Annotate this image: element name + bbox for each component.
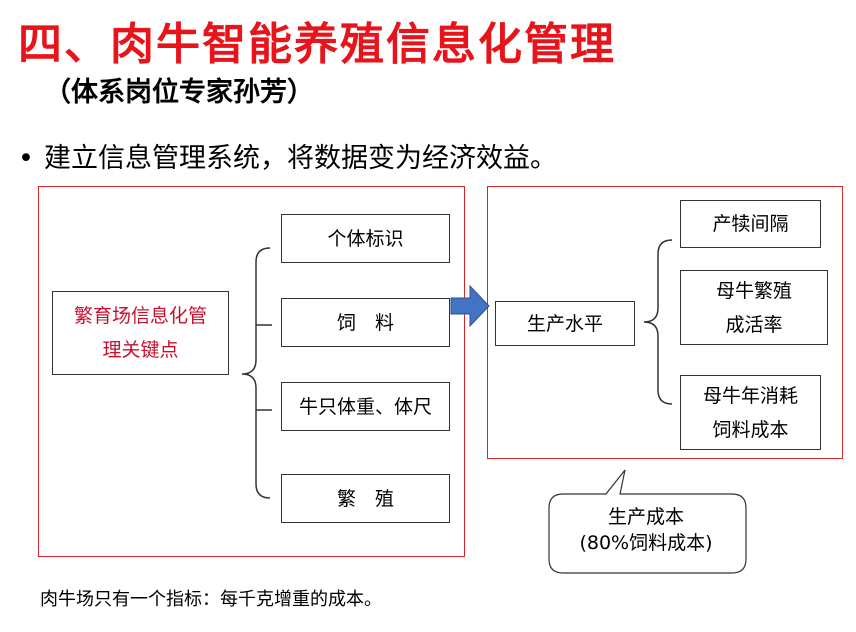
slide-title: 四、肉牛智能养殖信息化管理 xyxy=(18,19,616,70)
weight-size-box: 牛只体重、体尺 xyxy=(281,382,450,431)
cow-reproduction-survival-box: 母牛繁殖 成活率 xyxy=(680,270,828,345)
breeding-farm-key-points-box: 繁育场信息化管 理关键点 xyxy=(52,291,229,375)
callout-bubble xyxy=(548,469,747,574)
bullet-point: • 建立信息管理系统，将数据变为经济效益。 xyxy=(18,136,557,175)
cow-feed-cost-box: 母牛年消耗 饲料成本 xyxy=(680,375,821,450)
callout-line-2: (80%饲料成本) xyxy=(579,532,713,554)
breeding-box: 繁 殖 xyxy=(281,474,450,523)
left-bracket xyxy=(241,247,271,499)
bullet-icon: • xyxy=(18,143,34,174)
root-line-2: 理关键点 xyxy=(102,339,179,361)
feed-cost-line-1: 母牛年消耗 xyxy=(702,384,798,407)
reproduction-line-2: 成活率 xyxy=(725,313,783,336)
bullet-text: 建立信息管理系统，将数据变为经济效益。 xyxy=(44,143,557,174)
production-level-box: 生产水平 xyxy=(495,301,635,346)
right-bracket xyxy=(643,239,673,405)
root-line-1: 繁育场信息化管 xyxy=(73,305,207,327)
feed-cost-line-2: 饲料成本 xyxy=(712,418,789,441)
slide-subtitle: （体系岗位专家孙芳） xyxy=(44,77,314,108)
calving-interval-label: 产犊间隔 xyxy=(712,213,789,235)
reproduction-line-1: 母牛繁殖 xyxy=(715,279,792,302)
individual-id-box: 个体标识 xyxy=(281,214,450,263)
calving-interval-box: 产犊间隔 xyxy=(680,200,821,248)
production-cost-callout: 生产成本 (80%饲料成本) xyxy=(548,504,744,556)
callout-line-1: 生产成本 xyxy=(607,506,684,528)
feed-box: 饲 料 xyxy=(281,298,450,347)
flow-arrow-icon xyxy=(450,284,490,328)
footer-note: 肉牛场只有一个指标：每千克增重的成本。 xyxy=(40,589,382,610)
